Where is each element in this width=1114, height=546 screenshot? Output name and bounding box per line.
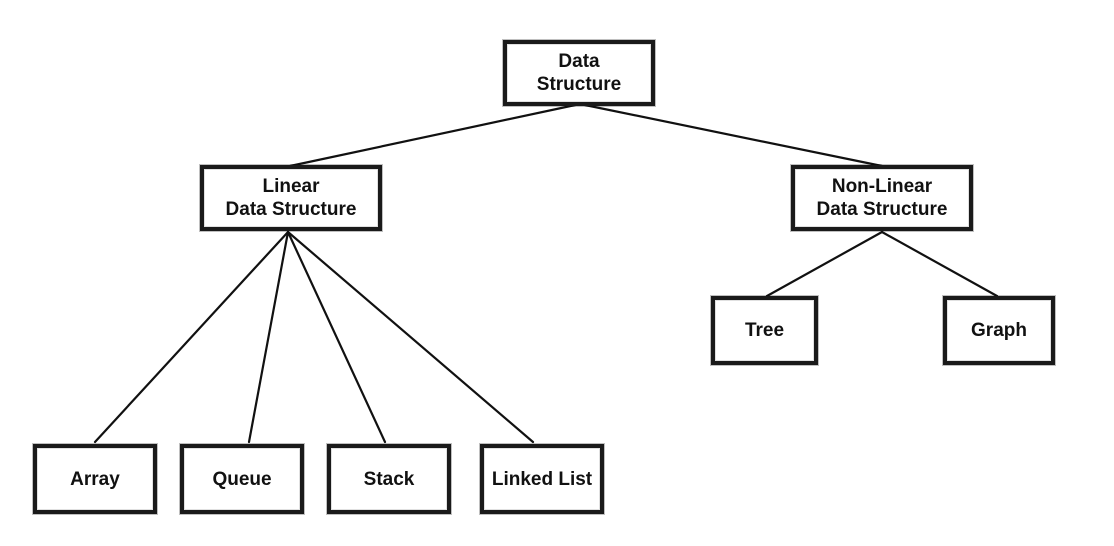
- edge-linear-queue: [247, 230, 290, 444]
- node-queue: Queue: [180, 444, 304, 514]
- node-label: Tree: [744, 320, 785, 341]
- node-label: Graph: [971, 320, 1027, 341]
- node-label: Data Structure: [536, 51, 622, 95]
- node-array: Array: [33, 444, 157, 514]
- edge-linear-stack: [286, 230, 387, 444]
- node-label: Array: [70, 468, 120, 490]
- node-non-linear-data-structure: Non-Linear Data Structure: [791, 165, 973, 231]
- node-label: Non-Linear Data Structure: [816, 176, 948, 220]
- edge-nonlinear-graph: [880, 230, 999, 298]
- edge-linear-linked-list: [286, 230, 535, 444]
- node-label: Queue: [212, 468, 272, 490]
- edge-root-linear: [288, 102, 582, 168]
- edge-root-nonlinear: [578, 102, 884, 168]
- node-graph: Graph: [943, 296, 1055, 365]
- edge-linear-array: [93, 230, 290, 444]
- node-data-structure: Data Structure: [503, 40, 655, 106]
- node-stack: Stack: [327, 444, 451, 514]
- node-linear-data-structure: Linear Data Structure: [200, 165, 382, 231]
- node-label: Stack: [363, 468, 415, 490]
- node-label: Linear Data Structure: [225, 176, 357, 220]
- node-linked-list: Linked List: [480, 444, 604, 514]
- node-label: Linked List: [491, 468, 593, 490]
- node-tree: Tree: [711, 296, 818, 365]
- edge-nonlinear-tree: [765, 230, 884, 298]
